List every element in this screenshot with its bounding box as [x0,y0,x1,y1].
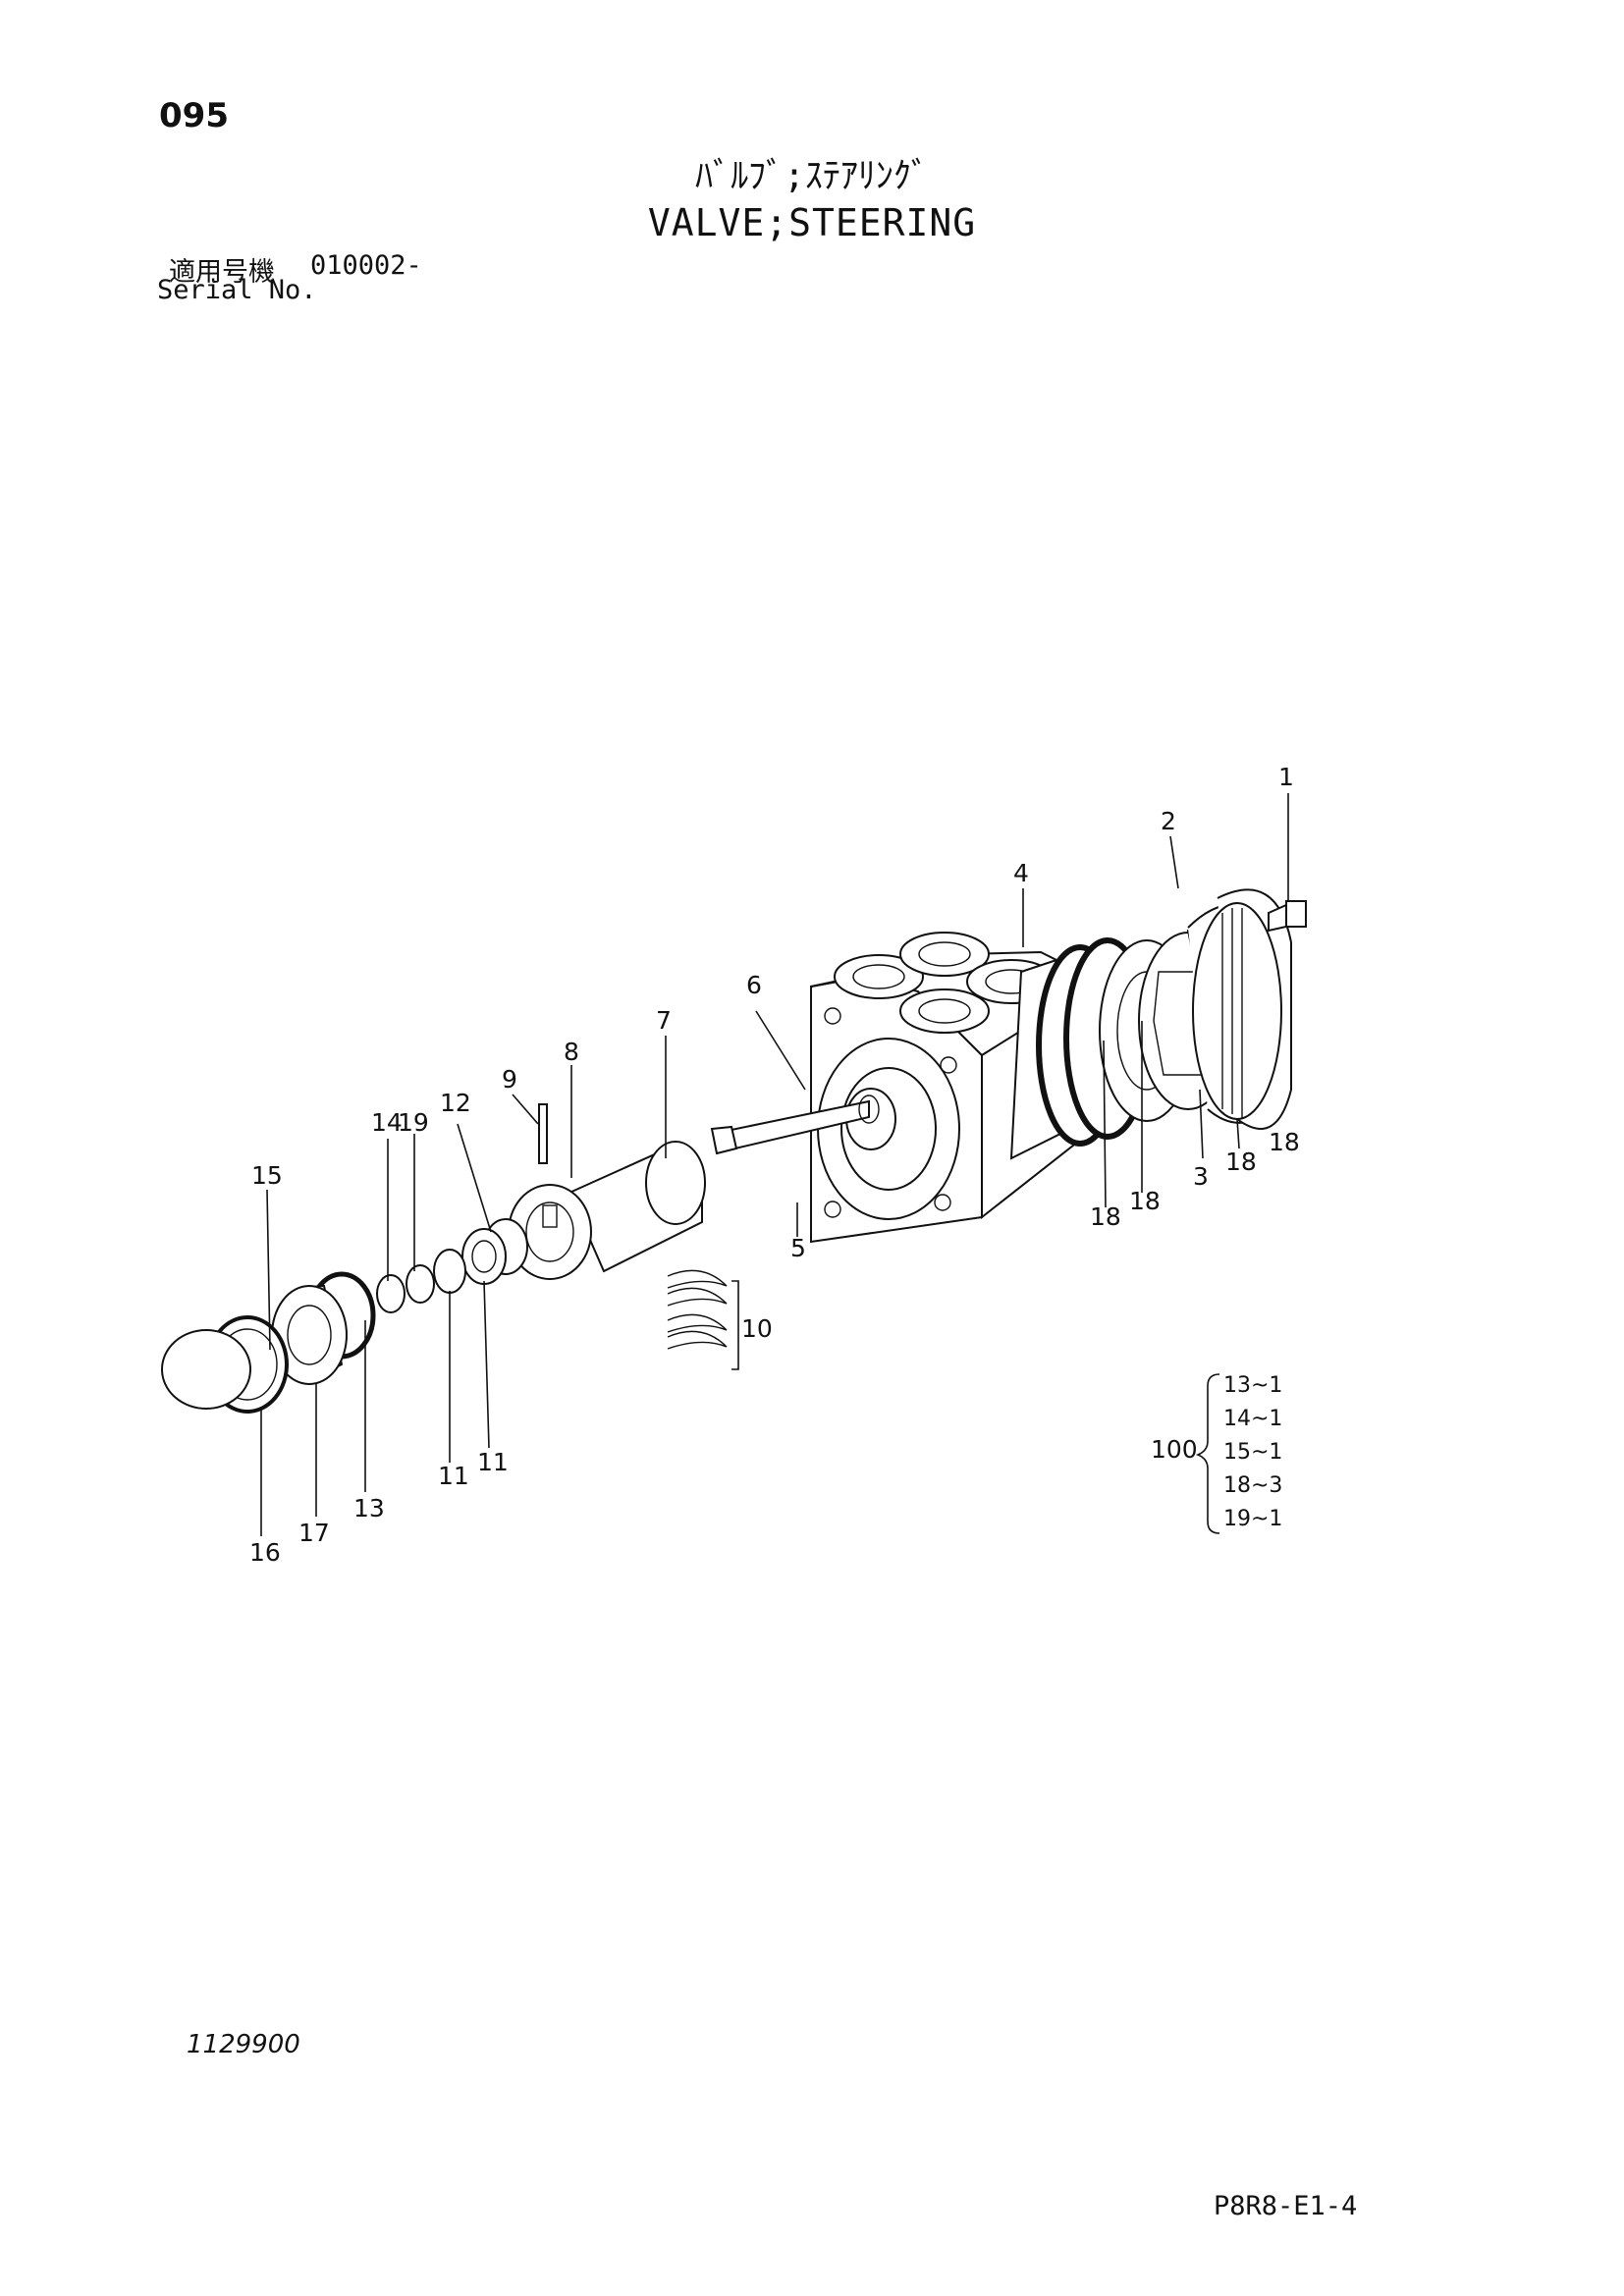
callout-11-right: 11 [477,1448,509,1476]
callout-labels: 1 2 3 4 5 6 7 8 9 10 11 11 12 13 14 15 1… [249,763,1300,1567]
kit-item-15: 15~1 [1223,1440,1282,1465]
kit-item-19: 19~1 [1223,1507,1282,1531]
callout-11-left: 11 [438,1462,469,1490]
callout-1: 1 [1278,763,1294,791]
serial-label-english: Serial No. [157,275,317,305]
seal-holder-and-snap-ring [161,1271,376,1414]
page-code: P8R8-E1-4 [1214,2191,1358,2221]
bearing-rings [376,1218,528,1313]
callout-6: 6 [746,971,762,999]
title-english: VALVE;STEERING [647,201,977,244]
leader-lines [260,793,1289,1536]
callout-19: 19 [398,1108,429,1137]
callout-8: 8 [564,1038,579,1066]
sleeve-and-spool [508,1103,706,1280]
serial-label-japanese: 適用号機 [169,257,275,288]
kit-item-18: 18~3 [1223,1473,1282,1498]
drawing-number: 1129900 [187,2030,300,2059]
callout-18-c: 18 [1225,1148,1257,1176]
kit-item-13: 13~1 [1223,1373,1282,1398]
callout-15: 15 [251,1161,283,1190]
callout-18-d: 18 [1269,1128,1300,1156]
title-japanese: ﾊﾞﾙﾌﾞ;ｽﾃｱﾘﾝｸﾞ [695,156,929,196]
callout-9: 9 [502,1065,517,1094]
callout-17: 17 [298,1519,330,1547]
kit-number: 100 [1151,1435,1198,1464]
kit-item-14: 14~1 [1223,1407,1282,1431]
callout-12: 12 [440,1089,471,1117]
callout-18-a: 18 [1090,1202,1121,1231]
serial-value: 010002- [310,250,422,281]
callout-10: 10 [741,1314,773,1343]
callout-4: 4 [1013,859,1029,887]
callout-7: 7 [656,1006,672,1035]
kit-list: 100 13~1 14~1 15~1 18~3 19~1 [1151,1373,1282,1534]
drive-shaft [710,1095,880,1155]
page-number: 095 [159,96,229,135]
callout-16: 16 [249,1538,281,1567]
callout-2: 2 [1161,807,1176,835]
callout-13: 13 [353,1494,385,1522]
centering-springs [667,1269,739,1370]
callout-3: 3 [1193,1162,1209,1191]
callout-18-b: 18 [1129,1187,1161,1215]
body-and-plates [1009,888,1307,1160]
callout-5: 5 [790,1234,806,1262]
callout-14: 14 [371,1108,403,1137]
